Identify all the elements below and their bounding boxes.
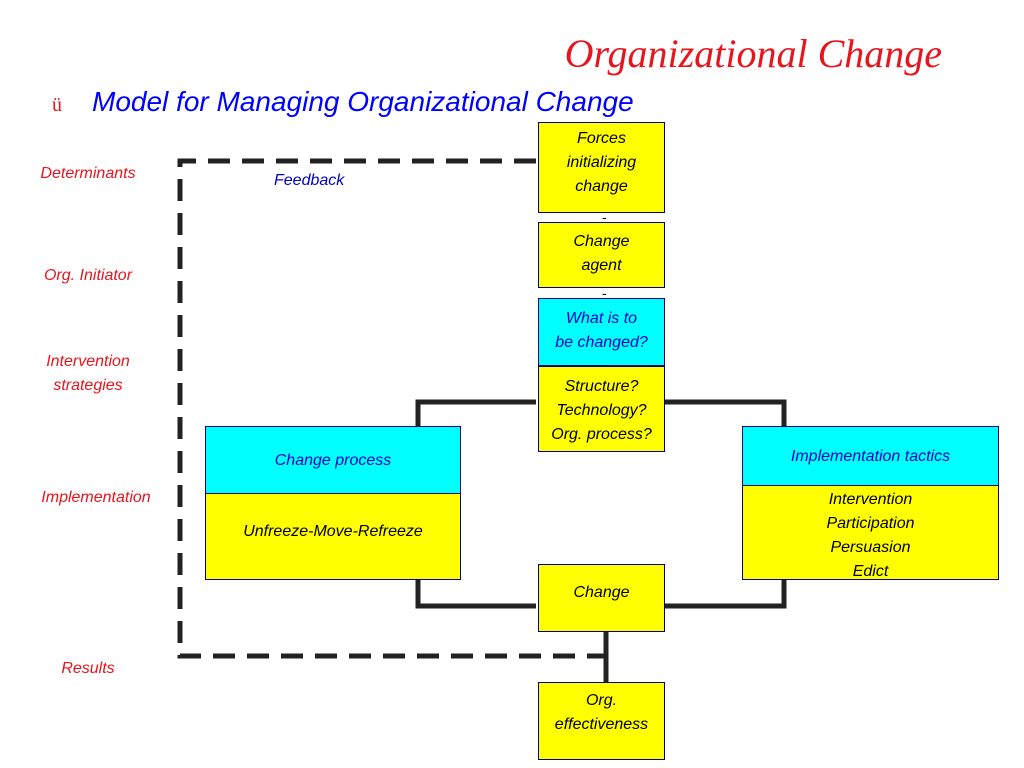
forces-line-2: initializing	[566, 154, 637, 171]
forces-line-1: Forces	[577, 130, 626, 147]
what-to-change-line-2: be changed?	[555, 334, 648, 351]
target-structure: Structure?	[564, 378, 639, 395]
stage-intervention-strategies: Intervention strategies	[26, 350, 150, 398]
tactic-intervention: Intervention	[828, 491, 913, 508]
what-to-change-line-1: What is to	[565, 310, 638, 327]
implementation-tactics-header: Implementation tactics	[742, 426, 999, 486]
right-lower-bracket	[664, 580, 787, 609]
change-process-body: Unfreeze-Move-Refreeze	[205, 493, 461, 580]
feedback-label: Feedback	[274, 172, 345, 189]
stage-intervention-line-2: strategies	[53, 377, 123, 394]
forces-line-3: change	[575, 178, 628, 195]
tactic-persuasion: Persuasion	[830, 539, 911, 556]
forces-initializing-change-box: Forces initializing change	[538, 122, 665, 213]
change-process-header: Change process	[205, 426, 461, 494]
tactic-edict: Edict	[852, 563, 889, 580]
change-agent-line-1: Change	[573, 233, 630, 250]
left-lower-bracket	[415, 580, 536, 609]
change-box: Change	[538, 564, 665, 632]
stage-org-initiator: Org. Initiator	[43, 267, 133, 284]
change-agent-box: Change agent	[538, 222, 665, 288]
target-org-process: Org. process?	[551, 426, 652, 443]
stage-results: Results	[61, 660, 115, 677]
change-targets-box: Structure? Technology? Org. process?	[538, 366, 665, 452]
slide-title: Organizational Change	[564, 31, 942, 76]
feedback-dashed-loop	[177, 158, 606, 659]
connector-mark-2: -	[602, 285, 607, 301]
connector-mark-1: -	[602, 209, 607, 225]
stage-determinants: Determinants	[40, 165, 136, 182]
org-effectiveness-box: Org. effectiveness	[538, 682, 665, 760]
checkmark-bullet-icon: ü	[52, 94, 62, 116]
target-technology: Technology?	[556, 402, 647, 419]
tactic-participation: Participation	[826, 515, 915, 532]
what-to-change-box: What is to be changed?	[538, 298, 665, 366]
slide-subtitle: Model for Managing Organizational Change	[92, 86, 634, 117]
stage-implementation: Implementation	[41, 489, 151, 506]
left-upper-bracket	[415, 399, 536, 426]
org-effectiveness-line-1: Org.	[585, 692, 618, 709]
implementation-tactics-body: Intervention Participation Persuasion Ed…	[742, 485, 999, 580]
stage-intervention-line-1: Intervention	[46, 353, 130, 370]
org-effectiveness-line-2: effectiveness	[554, 716, 649, 733]
change-agent-line-2: agent	[581, 257, 622, 274]
right-upper-bracket	[664, 399, 787, 426]
